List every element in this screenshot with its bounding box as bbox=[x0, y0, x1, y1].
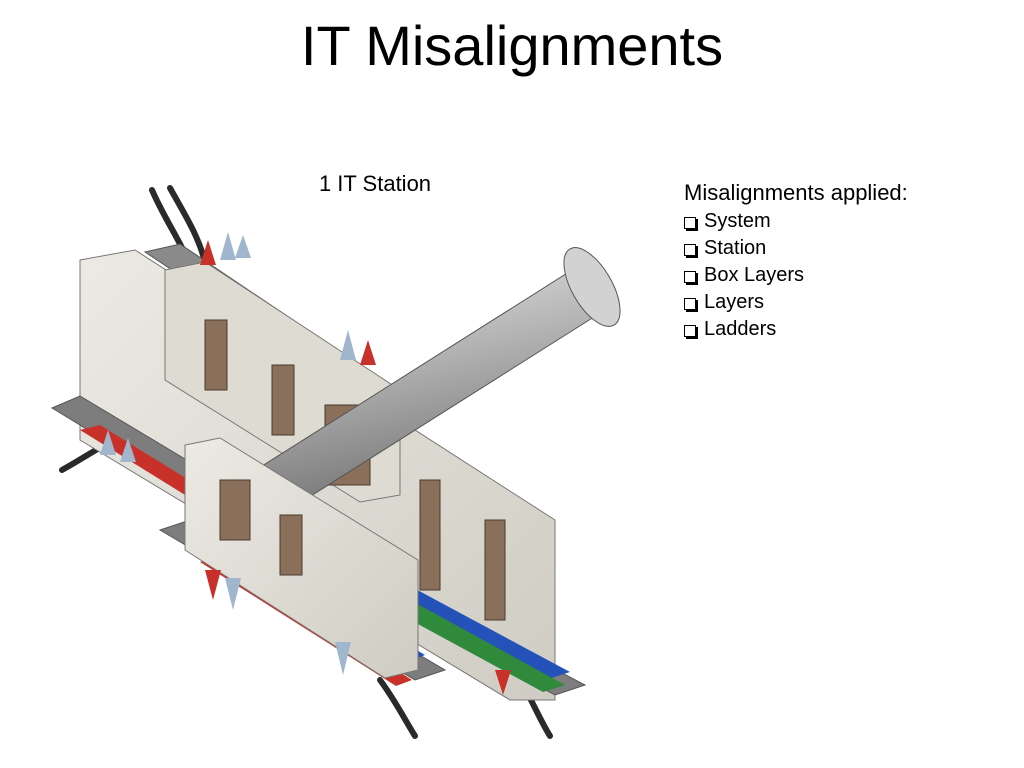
checkbox-bullet-icon bbox=[684, 243, 696, 256]
checkbox-bullet-icon bbox=[684, 216, 696, 229]
ladder-modules bbox=[219, 479, 506, 621]
bullet-list-heading: Misalignments applied: bbox=[684, 180, 908, 205]
bullet-item: Ladders bbox=[684, 316, 1004, 343]
slide-title: IT Misalignments bbox=[300, 14, 724, 77]
bullet-item: Layers bbox=[684, 289, 1004, 316]
checkbox-bullet-icon bbox=[684, 270, 696, 283]
figure-caption: 1 IT Station bbox=[318, 171, 432, 196]
connector-cones bbox=[100, 232, 511, 695]
bullet-item: System bbox=[684, 208, 1004, 235]
bullet-list: System Station Box Layers Layers Ladders bbox=[684, 208, 1004, 343]
bullet-item: Station bbox=[684, 235, 1004, 262]
checkbox-bullet-icon bbox=[684, 297, 696, 310]
detector-station-illustration bbox=[50, 185, 621, 739]
checkbox-bullet-icon bbox=[684, 324, 696, 337]
bullet-list-panel: Misalignments applied: System Station Bo… bbox=[684, 178, 1004, 343]
bullet-item: Box Layers bbox=[684, 262, 1004, 289]
